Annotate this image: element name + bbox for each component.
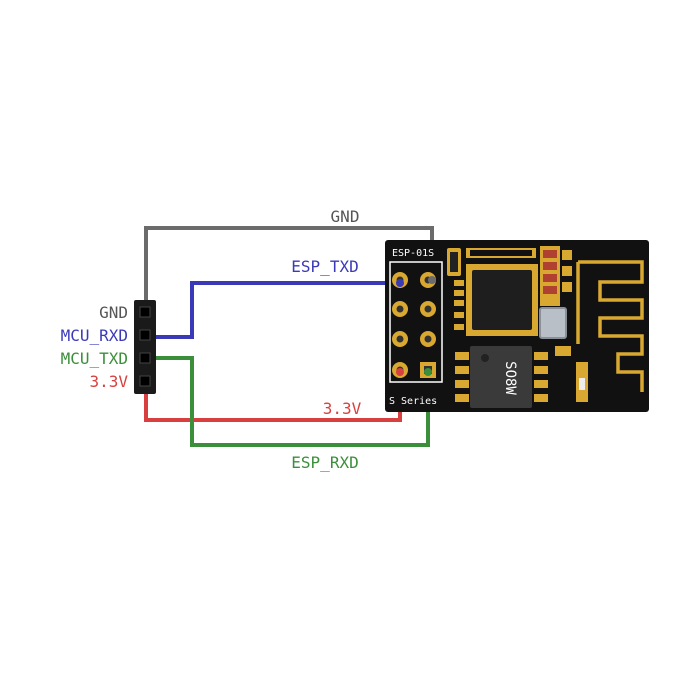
flash-chip-label: SO8W	[502, 361, 518, 395]
board-top-components	[447, 246, 572, 330]
esp-rxd-wire	[150, 356, 430, 447]
pin-label-gnd: GND	[99, 303, 128, 322]
esp01s-board: ESP-01S S Series	[385, 240, 649, 412]
pin-label-mcu-rxd: MCU_RXD	[61, 326, 128, 345]
header-pin-labels: GND MCU_RXD MCU_TXD 3.3V	[61, 303, 129, 391]
processor-chip	[466, 264, 538, 336]
power-wire	[144, 372, 402, 422]
crystal	[539, 307, 567, 339]
esp-txd-wire-label: ESP_TXD	[291, 257, 358, 276]
pin-label-power: 3.3V	[89, 372, 128, 391]
wire-labels: GND ESP_TXD 3.3V ESP_RXD	[291, 207, 361, 472]
esp-rxd-wire-label: ESP_RXD	[291, 453, 358, 472]
board-name: ESP-01S	[392, 248, 434, 259]
pin-label-mcu-txd: MCU_TXD	[61, 349, 128, 368]
gnd-wire-label: GND	[331, 207, 360, 226]
flash-chip: SO8W	[455, 346, 548, 408]
esp-txd-wire	[150, 281, 400, 339]
pcb-antenna	[576, 260, 644, 392]
header-connector	[134, 300, 156, 394]
board-series: S Series	[389, 396, 437, 407]
power-wire-label: 3.3V	[323, 399, 362, 418]
